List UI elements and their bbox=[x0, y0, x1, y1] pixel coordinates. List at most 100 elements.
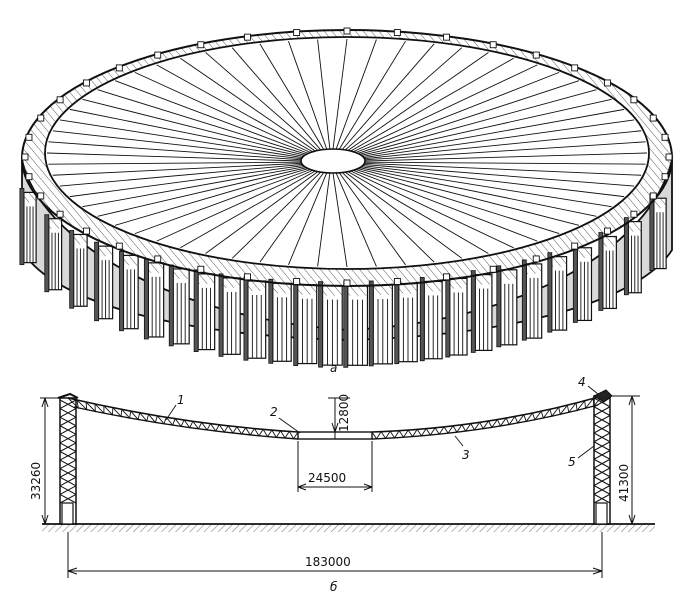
ring-bracket bbox=[37, 192, 45, 200]
ring-bracket bbox=[604, 79, 611, 87]
ring-bracket bbox=[630, 96, 638, 104]
ring-bracket bbox=[489, 41, 497, 49]
roof-radial-cables bbox=[46, 38, 648, 268]
ring-bracket bbox=[665, 153, 673, 161]
facade-bay bbox=[243, 276, 267, 361]
ring-bracket bbox=[649, 192, 657, 200]
roof-cable bbox=[341, 43, 435, 150]
ring-bracket bbox=[571, 64, 579, 72]
callout-5: 5 bbox=[568, 455, 576, 469]
roof-cable bbox=[156, 64, 313, 153]
ring-bracket bbox=[56, 210, 64, 218]
roof-cable bbox=[69, 165, 304, 198]
ring-bracket bbox=[83, 227, 90, 235]
roof-cable bbox=[317, 172, 331, 267]
roof-cable bbox=[59, 164, 303, 187]
stadium-cross-section: 33260 41300 24500 12800 183000 1 2 3 4 5… bbox=[29, 375, 655, 594]
facade-bay bbox=[44, 214, 63, 293]
roof-cable bbox=[357, 80, 580, 154]
facade-bay bbox=[318, 281, 343, 368]
callout-3: 3 bbox=[462, 448, 470, 462]
roof-cable bbox=[361, 166, 612, 208]
roof-cable bbox=[364, 141, 646, 161]
roof-cable bbox=[48, 161, 302, 165]
facade-bay bbox=[445, 274, 468, 358]
ring-bracket bbox=[489, 265, 497, 273]
facade-bay bbox=[572, 243, 593, 323]
roof-cable bbox=[359, 89, 597, 155]
ring-bracket bbox=[604, 227, 611, 235]
ring-bracket bbox=[571, 242, 579, 250]
ring-bracket bbox=[154, 51, 162, 59]
roof-cable bbox=[363, 164, 635, 187]
ring-bracket bbox=[115, 64, 123, 72]
roof-cable bbox=[205, 171, 319, 254]
central-ring bbox=[300, 148, 366, 174]
ring-bracket bbox=[197, 41, 205, 49]
facade-bay bbox=[268, 278, 292, 364]
roof-cable bbox=[114, 80, 309, 154]
roof-cable bbox=[361, 98, 612, 156]
facade-bay bbox=[293, 280, 318, 366]
roof-cable bbox=[231, 171, 322, 259]
ring-bracket bbox=[343, 27, 351, 35]
roof-cable bbox=[344, 47, 463, 151]
roof-cable bbox=[231, 47, 322, 151]
roof-cable bbox=[134, 169, 311, 235]
facade-bay bbox=[343, 281, 369, 368]
facade-bay bbox=[470, 270, 493, 353]
roof-cable bbox=[359, 167, 597, 217]
roof-cable bbox=[355, 71, 560, 153]
dim-center-ring: 24500 bbox=[308, 471, 346, 485]
roof-truss-web bbox=[67, 395, 603, 440]
roof-cable bbox=[134, 71, 311, 153]
dim-sag: 12800 bbox=[337, 394, 351, 432]
ring-bracket bbox=[83, 79, 90, 87]
roof-cable bbox=[317, 39, 331, 150]
roof-cable bbox=[353, 64, 538, 153]
roof-cable bbox=[332, 172, 348, 268]
roof-cable bbox=[82, 166, 305, 208]
facade-bay bbox=[521, 259, 543, 341]
ring-bracket bbox=[154, 255, 162, 263]
roof-cable bbox=[338, 40, 406, 150]
ring-bracket bbox=[393, 29, 401, 37]
facade-bay bbox=[193, 269, 216, 352]
roof-cable bbox=[347, 52, 489, 151]
dim-left-height: 33260 bbox=[29, 462, 43, 500]
roof-cable bbox=[59, 119, 303, 158]
roof-cable bbox=[48, 141, 302, 161]
roof-cable bbox=[350, 170, 514, 249]
ring-bracket bbox=[244, 33, 251, 41]
callout-1: 1 bbox=[177, 393, 185, 407]
callout-4: 4 bbox=[578, 375, 586, 389]
ring-bracket bbox=[197, 265, 205, 273]
dim-right-height: 41300 bbox=[617, 464, 631, 502]
roof-cable bbox=[69, 108, 304, 157]
dim-span: 183000 bbox=[305, 555, 351, 569]
ring-bracket bbox=[56, 96, 64, 104]
part-a-label: а bbox=[330, 361, 337, 375]
ring-bracket bbox=[649, 114, 657, 122]
roof-cable bbox=[205, 52, 319, 151]
roof-cable bbox=[259, 172, 325, 263]
roof-cable bbox=[364, 161, 646, 165]
dimension-lines bbox=[40, 395, 640, 578]
roof-cable bbox=[82, 98, 305, 156]
roof-cable bbox=[362, 165, 625, 198]
facade-bay bbox=[496, 265, 518, 348]
roof-cable bbox=[338, 172, 406, 266]
roof-cable bbox=[46, 152, 302, 162]
facade-bay bbox=[649, 193, 667, 271]
facade-bay bbox=[69, 230, 88, 309]
roof-truss-right-top bbox=[371, 395, 603, 433]
ring-bracket bbox=[532, 255, 540, 263]
roof-cable bbox=[180, 170, 316, 249]
part-b-label: б bbox=[330, 580, 338, 593]
roof-cable bbox=[341, 172, 435, 263]
roof-truss-right-bottom bbox=[371, 404, 599, 440]
roof-cable bbox=[332, 38, 348, 150]
facade-bay bbox=[598, 232, 617, 311]
callout-2: 2 bbox=[270, 405, 278, 419]
